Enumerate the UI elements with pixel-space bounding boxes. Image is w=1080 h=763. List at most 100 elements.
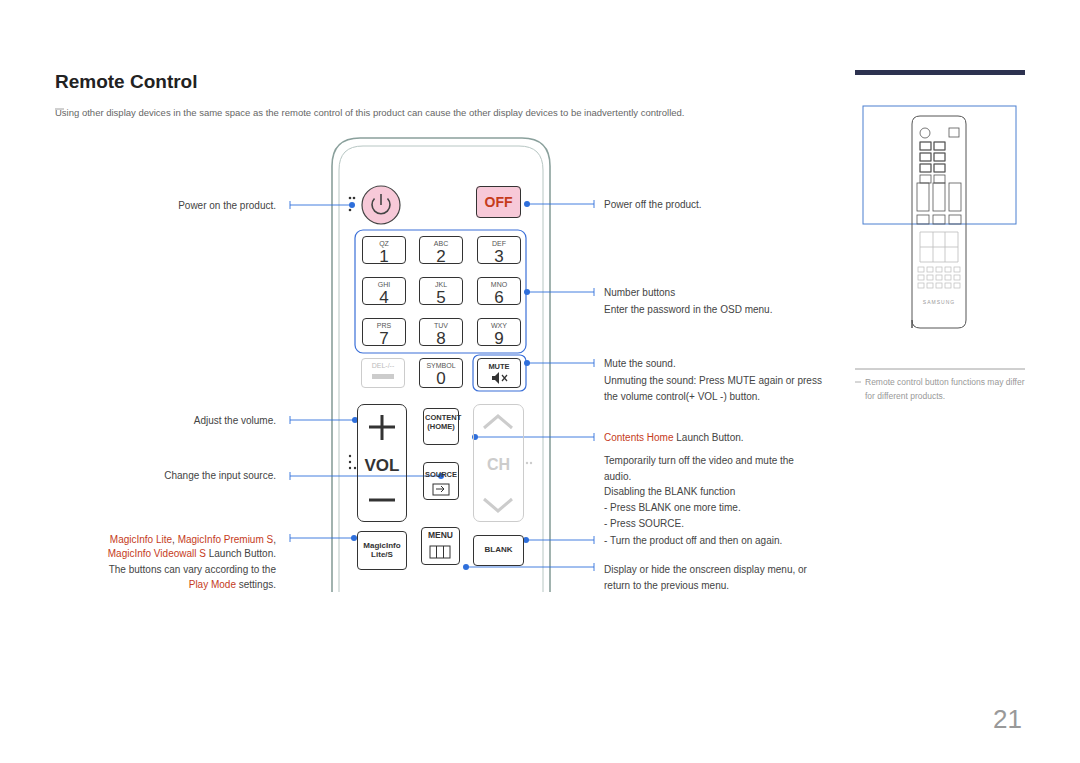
button-text: QZ (379, 239, 389, 248)
button-text: SYMBOL (426, 361, 455, 370)
thumb-button (949, 128, 959, 137)
label-text: 21 (993, 704, 1022, 734)
header-bar (855, 70, 1025, 75)
label-text: MagicInfo Premium S (178, 534, 274, 545)
thumb-button (927, 283, 933, 288)
thumb-button (920, 142, 931, 150)
label-text: MagicInfo Lite (110, 534, 172, 545)
button-text: 0 (436, 370, 445, 387)
text-line: SAMSUNG (912, 298, 966, 306)
button-text: MUTE (488, 363, 509, 372)
remote-inner-edge (339, 146, 543, 592)
remote-button: WXY9 (477, 318, 521, 346)
label-text: Launch Button. (676, 432, 743, 443)
remote-body (332, 138, 550, 592)
number-group-outline (355, 230, 526, 353)
label-text: Mute the sound. (604, 358, 676, 369)
source-icon (433, 484, 449, 495)
minus-symbol (369, 499, 395, 502)
label-text: - Turn the product off and then on again… (604, 535, 782, 546)
thumb-button (927, 275, 933, 280)
thumb-button (936, 267, 942, 272)
button-text: SOURCE (425, 471, 457, 480)
label-text: SAMSUNG (923, 299, 955, 305)
remote-button: PRS7 (362, 318, 406, 346)
del-bar (372, 374, 394, 379)
menu-icon (430, 546, 450, 558)
vol-dots (349, 455, 356, 469)
plus-symbol (369, 415, 395, 440)
button-text: 8 (436, 330, 445, 347)
mute-icon (492, 372, 499, 384)
label-text: Change the input source. (164, 470, 276, 481)
button-text: CH (487, 456, 510, 474)
leader-dots (349, 201, 530, 570)
remote-button: VOL (357, 404, 407, 522)
remote-button: TUV8 (419, 318, 463, 346)
button-text: MENU (428, 531, 453, 541)
thumb-button (945, 275, 951, 280)
label-text: Play Mode (189, 579, 236, 590)
text-line: Power off the product. (604, 197, 834, 212)
ch-dots (526, 462, 532, 464)
label-text: Temporarily turn off the video and mute … (604, 455, 794, 482)
remote-button: OFF (476, 186, 521, 218)
thumb-button (954, 283, 960, 288)
thumb-button (920, 175, 931, 183)
remote-button: CH (473, 404, 524, 522)
thumb-button (918, 283, 924, 288)
button-text: 5 (436, 289, 445, 306)
label-text: Using other display devices in the same … (55, 107, 684, 118)
thumb-button (945, 283, 951, 288)
label-text: Disabling the BLANK function (604, 486, 735, 497)
label-text: Adjust the volume. (194, 415, 276, 426)
button-text: MNO (491, 280, 507, 289)
button-text: GHI (378, 280, 390, 289)
thumb-button (918, 267, 924, 272)
button-text: 4 (379, 289, 388, 306)
remote-button: MNO6 (477, 277, 521, 305)
thumb-button (918, 275, 924, 280)
thumbnail-frame (863, 106, 1016, 224)
power-button (362, 186, 400, 224)
button-text: 7 (379, 330, 388, 347)
thumb-button (949, 183, 961, 211)
remote-button: QZ1 (362, 236, 406, 264)
thumbnail-remote (912, 116, 966, 328)
label-text: settings. (239, 579, 276, 590)
remote-button: MENU (421, 527, 460, 565)
text-line: Number buttons (604, 285, 834, 300)
label-text: Display or hide the onscreen display men… (604, 564, 807, 591)
button-text: PRS (377, 321, 391, 330)
label-text: Number buttons (604, 287, 675, 298)
remote-button: MagicInfo Lite/S (357, 531, 407, 570)
thumb-button (936, 275, 942, 280)
thumb-button (934, 164, 945, 172)
text-line: Enter the password in the OSD menu. (604, 302, 834, 317)
thumb-button (945, 267, 951, 272)
text-line: - Turn the product off and then on again… (604, 533, 834, 548)
remote-button: BLANK (473, 535, 524, 566)
button-text: VOL (365, 456, 400, 476)
button-text: 2 (436, 248, 445, 265)
thumb-button (933, 215, 945, 224)
thumb-dpad (920, 232, 958, 262)
mute-highlight (473, 355, 526, 391)
label-text: Launch Button. (209, 548, 276, 559)
ch-down-arrow (484, 499, 512, 511)
button-text: BLANK (485, 545, 513, 554)
label-text: Unmuting the sound: Press MUTE again or … (604, 375, 822, 402)
thumb-button (920, 153, 931, 161)
button-text: CONTENT (HOME) (425, 414, 457, 431)
thumb-button (934, 175, 945, 183)
thumb-button (954, 267, 960, 272)
thumb-button (934, 142, 945, 150)
thumb-button (934, 142, 945, 150)
thumb-button (920, 142, 931, 150)
button-text: ABC (434, 239, 448, 248)
remote-button: SOURCE (423, 462, 459, 500)
label-text: Contents Home (604, 432, 673, 443)
text-line: 21 (960, 704, 1022, 734)
text-line: Display or hide the onscreen display men… (604, 562, 819, 594)
button-text: DEF (492, 239, 506, 248)
